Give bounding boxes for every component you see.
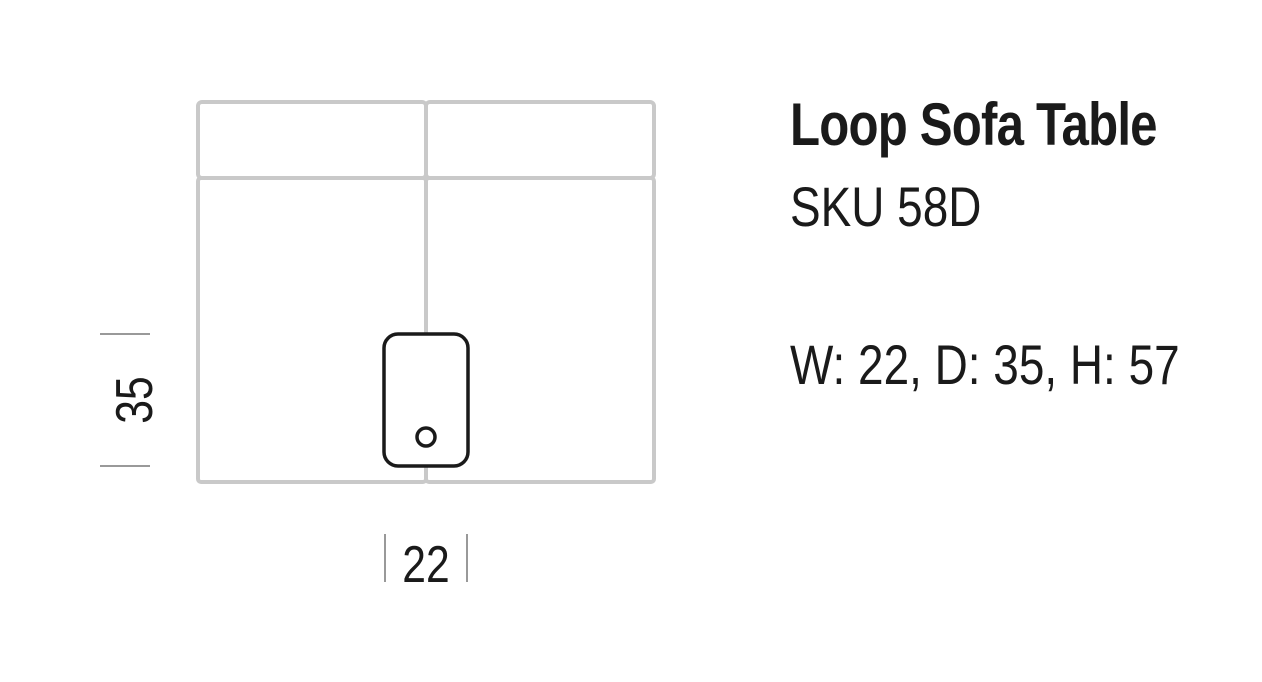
width-label: 22 [402,536,449,594]
depth-label: 35 [106,376,164,423]
sofa-seat-right [424,176,656,484]
product-dimensions: W: 22, D: 35, H: 57 [790,333,1180,396]
sofa-table-shape [382,332,470,468]
product-sku: SKU 58D [790,175,982,238]
sofa-back-left [196,100,428,180]
sofa-outline [196,100,656,484]
depth-dimension: 35 [100,333,164,467]
width-dimension: 22 [384,534,468,594]
sofa-back-right [424,100,656,180]
table-knob-icon [415,426,437,448]
product-title: Loop Sofa Table [790,91,1158,158]
floor-plan-diagram: 35 22 [100,100,656,594]
